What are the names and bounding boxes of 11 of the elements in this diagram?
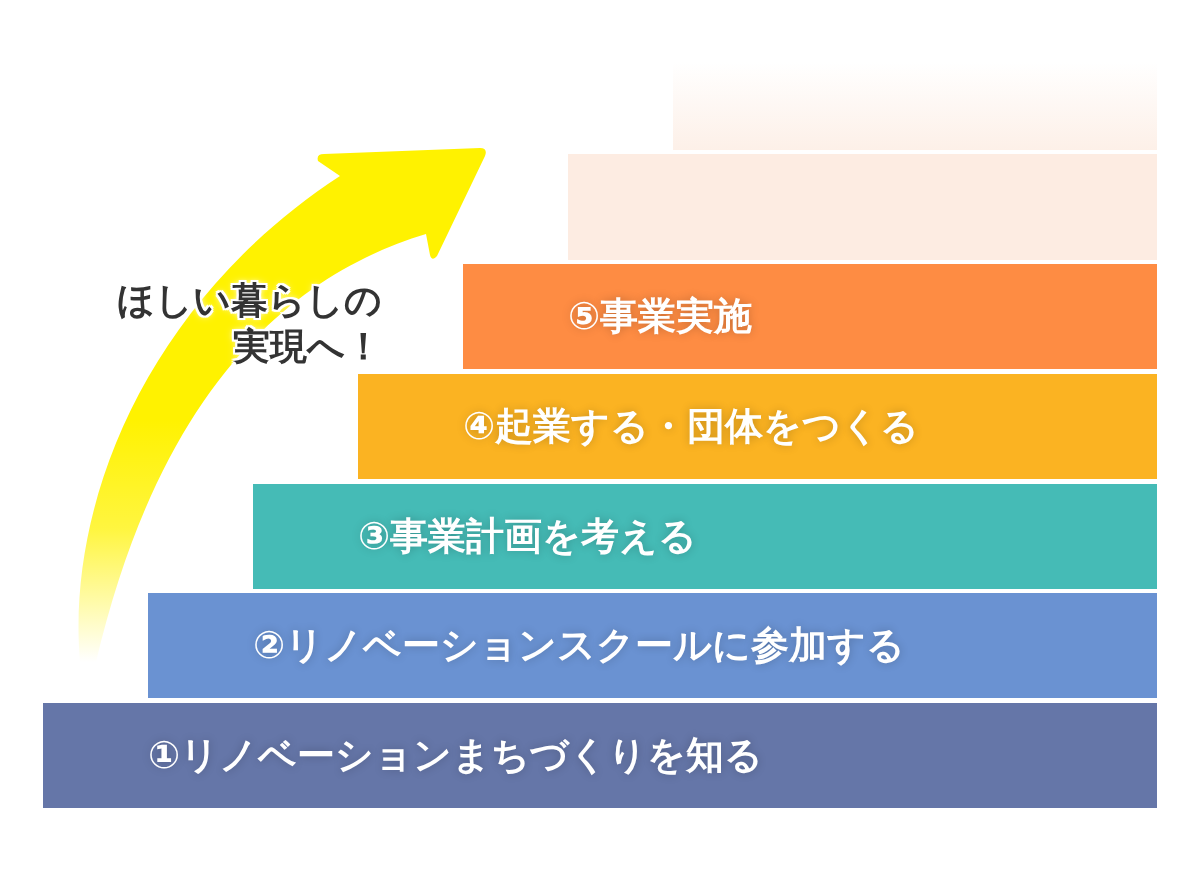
step-bar [43, 703, 1157, 808]
step-label: ②リノベーションスクールに参加する [253, 622, 906, 669]
step-label: ③事業計画を考える [358, 513, 698, 560]
step-bar [253, 484, 1157, 589]
step-label: ⑤事業実施 [568, 293, 753, 340]
step-bar [463, 264, 1157, 369]
step-label: ④起業する・団体をつくる [463, 403, 920, 450]
step-label: ①リノベーションまちづくりを知る [148, 732, 764, 779]
step-bar [358, 374, 1157, 479]
step-bar [148, 593, 1157, 698]
step-bar [568, 154, 1157, 260]
